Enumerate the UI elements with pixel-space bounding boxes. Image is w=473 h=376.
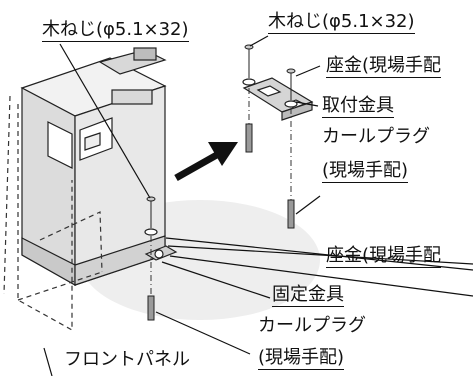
washers (144, 78, 298, 236)
label-screw-right: 木ねじ(φ5.1×32) (268, 11, 415, 34)
alignment-lines (150, 88, 292, 296)
label-screw-left: 木ねじ(φ5.1×32) (42, 19, 189, 42)
fixing-bracket (144, 245, 178, 261)
label-front-panel: フロントパネル (64, 349, 190, 370)
leader-lines (43, 35, 473, 376)
label-curl-plug-top-1: カールプラグ (322, 126, 430, 147)
label-washer-mid: 座金(現場手配 (326, 245, 442, 268)
label-curl-plug-bottom-1: カールプラグ (258, 315, 366, 336)
direction-arrow (174, 142, 238, 182)
mounting-bracket (242, 77, 314, 121)
water-heater-unit (20, 47, 167, 287)
wood-screws (146, 44, 296, 228)
front-panel-outline (3, 95, 103, 332)
label-mount-bracket: 取付金具 (322, 95, 394, 118)
label-washer-top: 座金(現場手配 (326, 55, 442, 78)
curl-plugs (147, 123, 295, 321)
label-curl-plug-top-2: (現場手配) (322, 160, 409, 183)
label-fixing-bracket: 固定金具 (272, 284, 344, 307)
label-curl-plug-bottom-2: (現場手配) (258, 347, 345, 370)
